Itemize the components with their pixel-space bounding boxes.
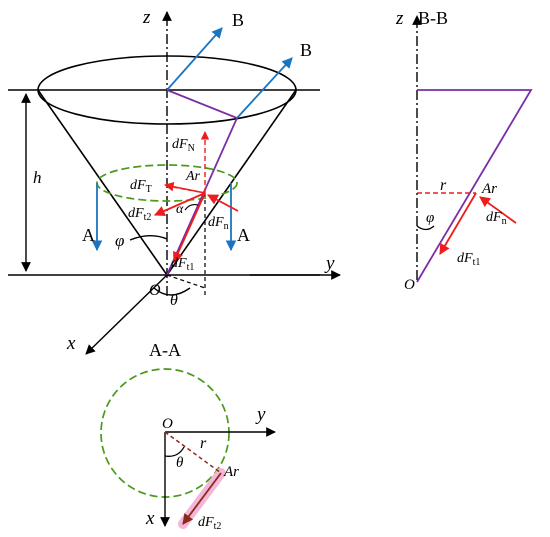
purple-generatrix-path [166,89,239,276]
height-label: h [33,168,42,187]
force-dFt1-label: dFt1 [171,256,194,273]
force-dFt1-arrow [173,192,206,263]
aa-theta-arc [164,446,185,457]
bb-z-axis-label: z [395,8,404,29]
phi-label: φ [115,231,124,250]
aa-y-axis-label: y [255,404,266,425]
theta-arc [153,287,191,296]
force-dFt2-arrow [154,192,206,217]
y-axis-label: y [324,253,335,274]
aa-ar-label: Ar [223,464,239,480]
section-b-top-arrow [166,27,223,91]
theta-label: θ [170,292,178,309]
aa-origin-label: O [162,416,173,432]
ar-label: Ar [185,169,201,184]
aa-theta-label: θ [176,455,184,471]
section-b-top-label: B [232,10,244,30]
force-dFt2-label: dFt2 [128,206,151,223]
bb-title: B-B [418,8,448,28]
aa-x-axis-label: x [145,508,155,529]
alpha-arc [184,203,199,211]
main-view: z y x h B B A A [8,7,341,355]
aa-dFt2-label: dFt2 [198,515,221,532]
origin-label: O [149,282,161,299]
bb-origin-label: O [404,277,415,293]
bb-dFn-label: dFn [486,210,507,227]
section-b-right-arrow [236,57,293,119]
z-axis-label: z [142,7,151,28]
bb-phi-label: φ [426,210,434,226]
force-dFT-arrow [164,181,206,194]
bb-purple-profile [416,89,533,283]
ar-to-origin-projection [166,274,206,289]
aa-title: A-A [149,340,181,360]
section-a-right-label: A [237,225,250,245]
cone-right-edge [166,89,297,276]
phi-arc [129,235,168,241]
bb-ar-label: Ar [481,181,497,197]
force-dFn-arrow [207,194,239,212]
force-dFN-label: dFN [172,137,195,154]
x-axis-label: x [66,333,76,354]
alpha-label: α [176,202,184,217]
bb-phi-arc [416,225,435,231]
section-b-right-label: B [300,40,312,60]
bb-dFn-arrow [479,196,517,224]
bb-radius-label: r [440,177,447,194]
section-bb-view: B-B z r Ar φ dFn dFt1 O [395,8,533,293]
aa-radius-label: r [200,435,207,452]
aa-dFt2-arrow [182,472,222,525]
bb-dFt1-label: dFt1 [457,251,480,268]
force-dFT-label: dFT [130,178,152,195]
x-axis [85,274,168,355]
aa-radius-line [164,431,222,474]
bb-dFt1-arrow [439,192,477,255]
section-aa-view: A-A y x O r θ Ar dFt2 [100,340,276,532]
section-a-left-label: A [82,225,95,245]
cone-left-edge [37,89,168,276]
force-dFn-label: dFn [208,215,229,232]
